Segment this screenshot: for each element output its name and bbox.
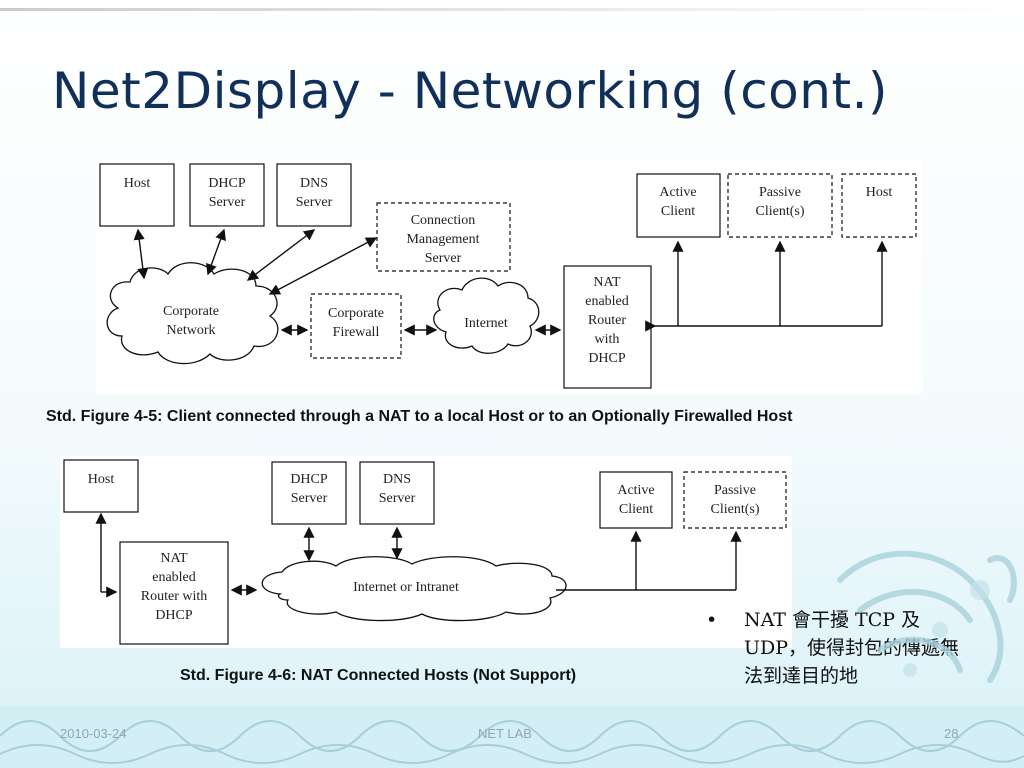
bullet-symbol: • <box>706 609 718 631</box>
svg-text:Router: Router <box>588 313 626 328</box>
figure-1-connectors <box>133 228 888 336</box>
figure-2-caption: Std. Figure 4-6: NAT Connected Hosts (No… <box>180 667 577 684</box>
figure-1-panel: Host DHCP Server DNS Server Connection M… <box>96 160 922 394</box>
active-client-box: Active Client <box>599 471 673 529</box>
active-client-box: Active Client <box>636 173 721 238</box>
footer-center-label: NET LAB <box>478 726 532 741</box>
connection-management-server-box: Connection Management Server <box>376 202 511 272</box>
host-box: Host <box>99 163 175 227</box>
host-box: Host <box>63 459 139 513</box>
svg-text:DNS: DNS <box>300 176 328 191</box>
svg-text:DHCP: DHCP <box>155 608 193 623</box>
figure-2-panel: Host NAT enabled Router with DHCP DHCP S… <box>60 456 792 648</box>
passive-clients-box: Passive Client(s) <box>727 173 833 238</box>
svg-text:Passive: Passive <box>714 483 756 498</box>
internet-cloud: Internet <box>433 277 540 354</box>
svg-text:Client: Client <box>619 502 653 517</box>
page-number: 28 <box>944 726 959 741</box>
svg-text:Server: Server <box>209 195 246 210</box>
svg-text:Client: Client <box>661 204 695 219</box>
dhcp-server-box: DHCP Server <box>271 461 347 525</box>
svg-text:Client(s): Client(s) <box>711 502 760 517</box>
svg-text:NAT: NAT <box>593 275 621 290</box>
svg-text:Host: Host <box>124 176 151 191</box>
dragon-decoration-icon <box>837 550 1017 683</box>
nat-router-box: NAT enabled Router with DHCP <box>563 265 652 389</box>
svg-text:Network: Network <box>167 323 216 338</box>
svg-text:with: with <box>595 332 620 347</box>
svg-text:Host: Host <box>88 472 115 487</box>
passive-clients-box: Passive Client(s) <box>683 471 787 529</box>
wave-border-decoration <box>0 706 1024 768</box>
svg-text:Server: Server <box>296 195 333 210</box>
slide-title: Net2Display - Networking (cont.) <box>52 62 888 120</box>
svg-text:Router with: Router with <box>141 589 208 604</box>
figure-2-connectors <box>95 512 742 598</box>
nat-router-box: NAT enabled Router with DHCP <box>119 541 229 645</box>
svg-text:Connection: Connection <box>411 213 476 228</box>
figure-1-diagram: Host DHCP Server DNS Server Connection M… <box>99 163 917 389</box>
svg-text:DHCP: DHCP <box>588 351 626 366</box>
host-2-box: Host <box>841 173 917 238</box>
svg-text:Management: Management <box>406 232 479 247</box>
svg-text:enabled: enabled <box>152 570 196 585</box>
svg-text:Active: Active <box>617 483 654 498</box>
svg-text:DHCP: DHCP <box>208 176 246 191</box>
svg-text:Corporate: Corporate <box>163 304 219 319</box>
svg-text:Internet or Intranet: Internet or Intranet <box>353 580 459 595</box>
top-rule <box>0 8 1024 11</box>
svg-text:DHCP: DHCP <box>290 472 328 487</box>
figure-1-caption: Std. Figure 4-5: Client connected throug… <box>46 408 793 425</box>
dns-server-box: DNS Server <box>359 461 435 525</box>
svg-text:Corporate: Corporate <box>328 306 384 321</box>
dns-server-box: DNS Server <box>276 163 352 227</box>
internet-intranet-cloud: Internet or Intranet <box>261 556 567 622</box>
dhcp-server-box: DHCP Server <box>189 163 265 227</box>
svg-text:DNS: DNS <box>383 472 411 487</box>
svg-text:Server: Server <box>379 491 416 506</box>
svg-text:Internet: Internet <box>464 316 508 331</box>
svg-text:Active: Active <box>659 185 696 200</box>
svg-text:Firewall: Firewall <box>333 325 380 340</box>
svg-text:Client(s): Client(s) <box>756 204 805 219</box>
svg-text:Host: Host <box>866 185 893 200</box>
svg-text:Server: Server <box>291 491 328 506</box>
svg-text:Passive: Passive <box>759 185 801 200</box>
svg-text:enabled: enabled <box>585 294 629 309</box>
figure-2-diagram: Host NAT enabled Router with DHCP DHCP S… <box>63 459 787 645</box>
corporate-network-cloud: Corporate Network <box>106 262 279 365</box>
svg-text:NAT: NAT <box>160 551 188 566</box>
footer-date: 2010-03-24 <box>60 726 127 741</box>
svg-text:Server: Server <box>425 251 462 266</box>
corporate-firewall-box: Corporate Firewall <box>310 293 402 359</box>
